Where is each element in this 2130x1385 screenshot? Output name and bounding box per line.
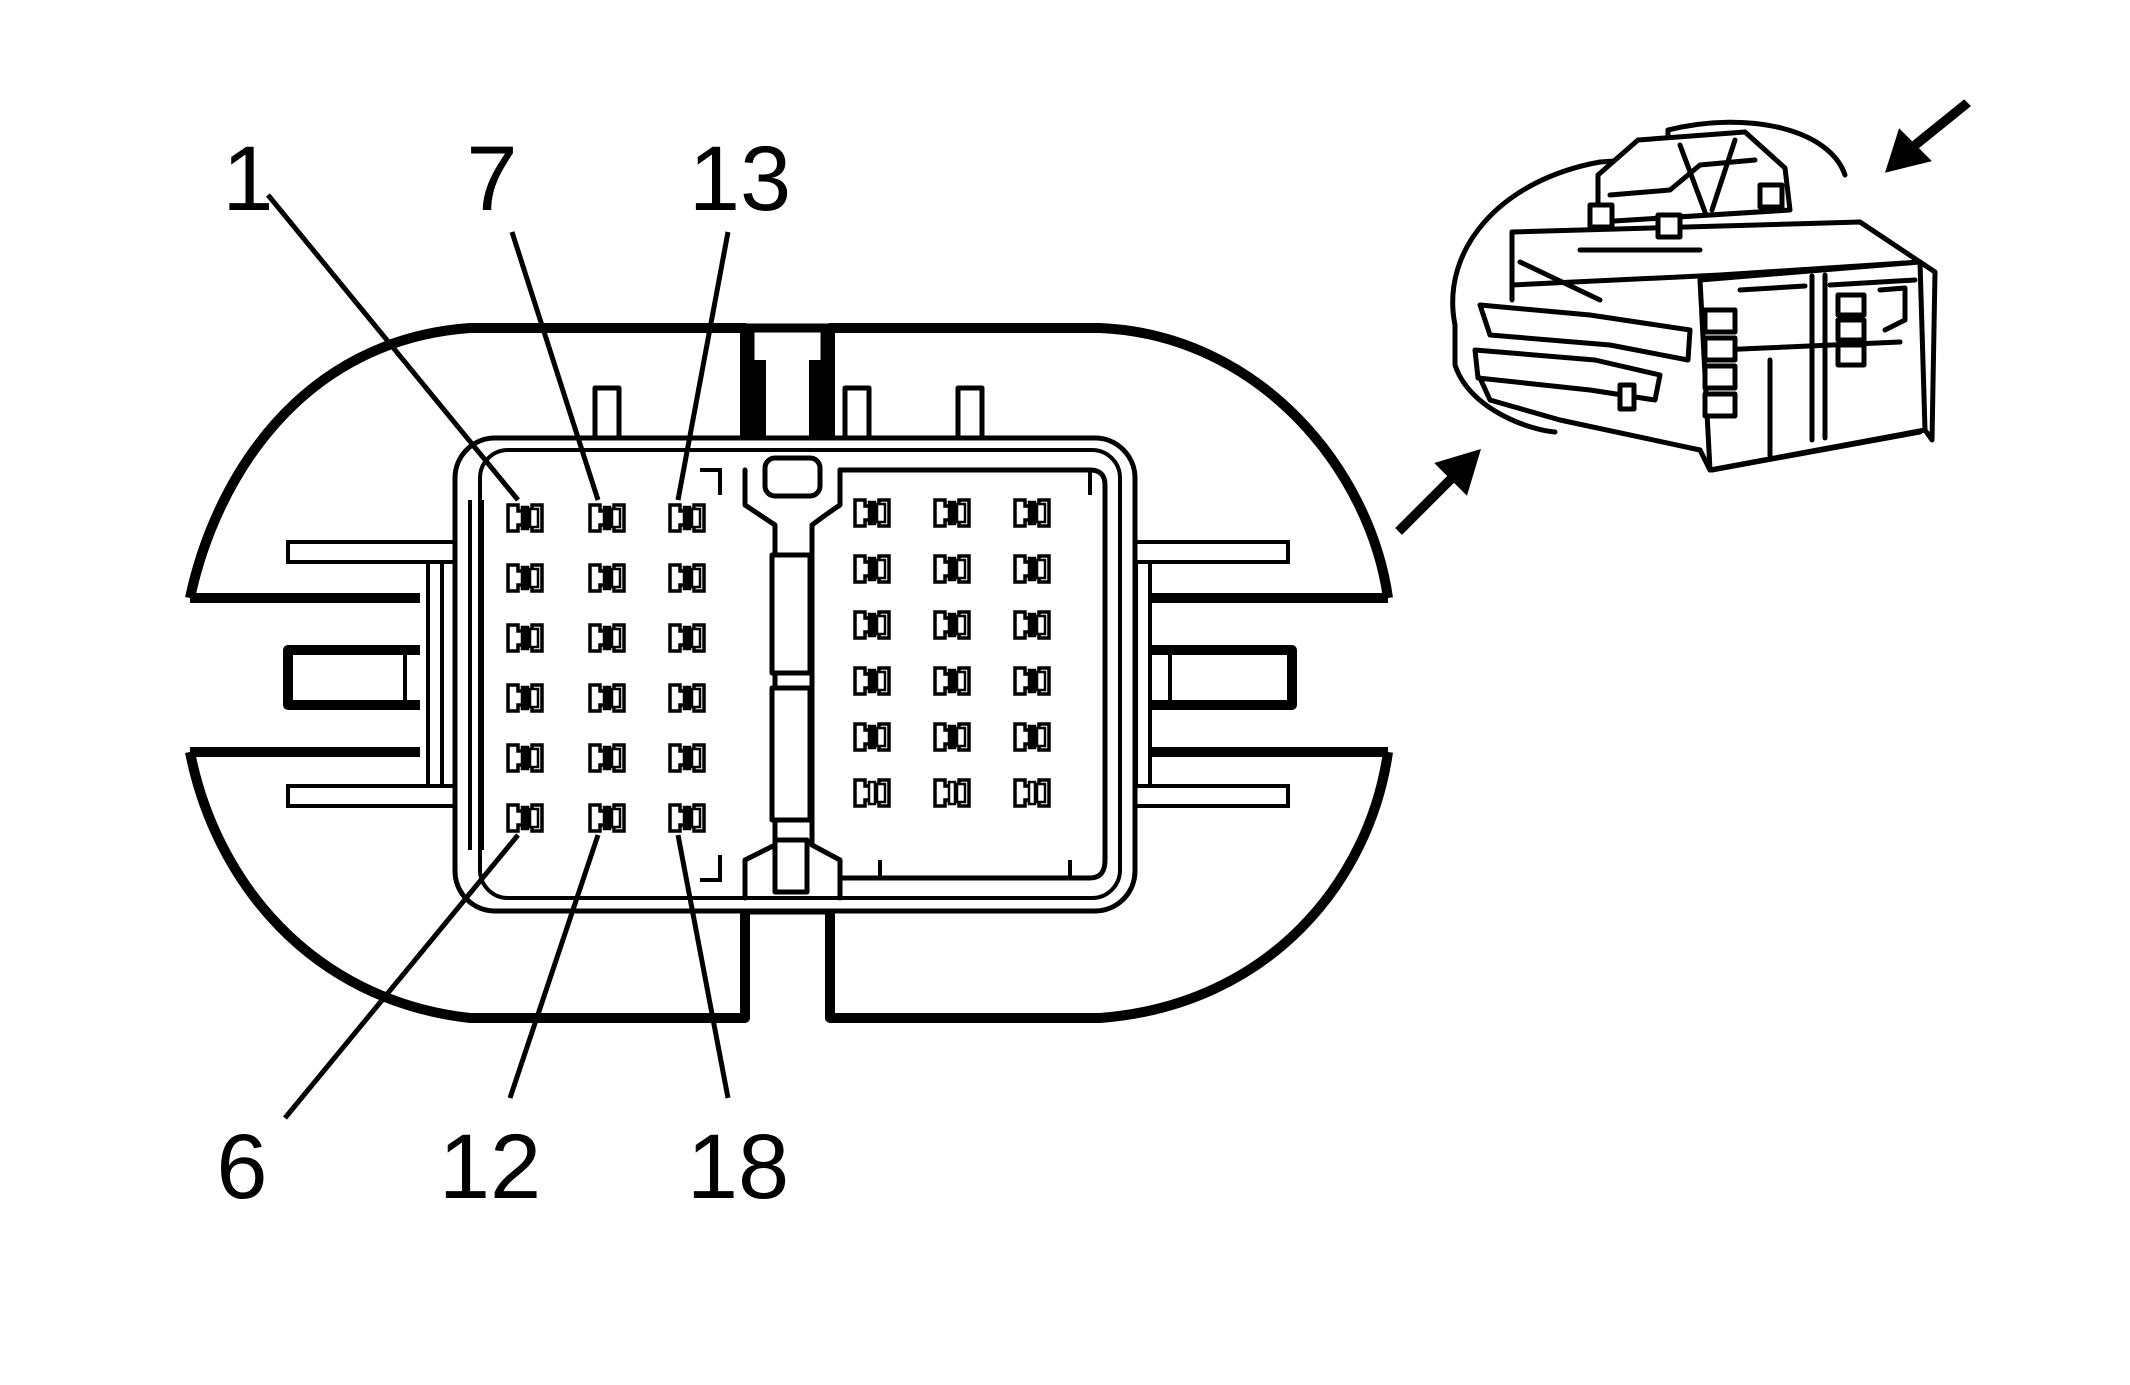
cavity-terminal — [506, 503, 544, 533]
leader-pin-1 — [266, 193, 520, 502]
pin-leader-lines — [266, 193, 731, 1120]
cavity-terminal — [506, 563, 544, 593]
leader-pin-7 — [509, 231, 601, 501]
connector-perspective-view — [1450, 119, 1938, 473]
pin-label-1: 1 — [222, 128, 273, 230]
cavity-terminal — [588, 743, 626, 773]
cavity-terminal — [933, 722, 971, 752]
cavity-terminal — [668, 803, 706, 833]
cavity-terminal — [668, 563, 706, 593]
cavity-terminal — [588, 803, 626, 833]
pin-label-6: 6 — [216, 1116, 267, 1218]
leader-pin-13 — [675, 231, 731, 501]
cavity-block-right — [853, 498, 1051, 808]
cavity-terminal — [506, 743, 544, 773]
cavity-terminal — [853, 722, 891, 752]
pin-label-7: 7 — [466, 128, 517, 230]
pin-label-12: 12 — [439, 1116, 541, 1218]
cavity-terminal — [853, 778, 891, 808]
cavity-terminal — [668, 683, 706, 713]
pin-labels: 1 7 13 6 12 18 — [216, 128, 791, 1218]
cavity-terminal — [853, 666, 891, 696]
cavity-terminal — [933, 666, 971, 696]
cavity-terminal — [853, 554, 891, 584]
cavity-terminal — [588, 683, 626, 713]
cavity-terminal — [506, 803, 544, 833]
cavity-terminal — [506, 683, 544, 713]
cavity-terminal — [668, 743, 706, 773]
cavity-terminal — [853, 610, 891, 640]
cavity-terminal — [506, 623, 544, 653]
cavity-block-left — [506, 503, 706, 833]
view-direction-arrow-icon — [1885, 99, 1971, 173]
cavity-terminal — [1013, 778, 1051, 808]
cavity-terminal — [933, 498, 971, 528]
cavity-terminal — [933, 778, 971, 808]
view-direction-arrow-icon — [1395, 449, 1481, 535]
leader-pin-12 — [507, 834, 601, 1099]
cavity-terminal — [668, 503, 706, 533]
cavity-terminal — [1013, 498, 1051, 528]
pin-label-18: 18 — [687, 1116, 789, 1218]
cavity-terminal — [933, 554, 971, 584]
cavity-terminal — [1013, 554, 1051, 584]
leader-pin-6 — [283, 833, 520, 1120]
cavity-terminal — [1013, 722, 1051, 752]
cavity-terminal — [933, 610, 971, 640]
cavity-terminal — [588, 563, 626, 593]
cavity-terminal — [1013, 666, 1051, 696]
cavity-terminal — [668, 623, 706, 653]
cavity-terminal — [588, 503, 626, 533]
cavity-terminal — [853, 498, 891, 528]
cavity-terminal — [1013, 610, 1051, 640]
cavity-terminal — [588, 623, 626, 653]
leader-pin-18 — [675, 834, 731, 1099]
pin-label-13: 13 — [689, 128, 791, 230]
